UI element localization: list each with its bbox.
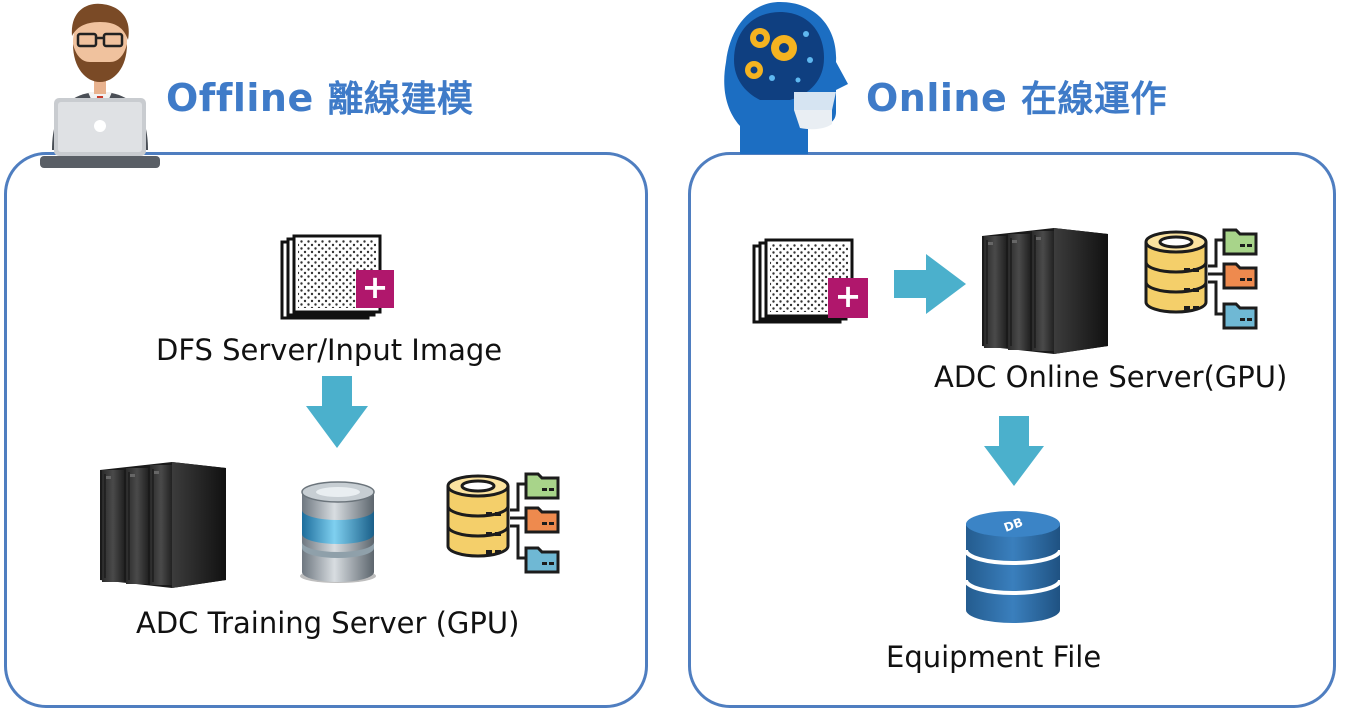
online-server-label: ADC Online Server(GPU)	[934, 360, 1288, 394]
arrow-right-icon	[894, 254, 966, 314]
db-badge: DB	[1002, 515, 1025, 535]
database-tree-icon	[1144, 228, 1258, 330]
plus-symbol: +	[362, 268, 389, 306]
offline-title: Offline 離線建模	[166, 70, 474, 122]
image-stack-icon: +	[280, 234, 394, 320]
online-title-zh: 在線運作	[1020, 79, 1167, 120]
plus-badge	[356, 270, 394, 308]
offline-title-zh: 離線建模	[327, 79, 474, 120]
ai-brain-icon	[724, 2, 848, 154]
plus-symbol: +	[835, 277, 862, 315]
server-tower-icon	[981, 227, 1109, 355]
database-tree-icon	[446, 472, 560, 574]
arrow-down-icon	[306, 376, 368, 448]
offline-title-en: Offline	[166, 76, 314, 120]
plus-badge	[828, 278, 868, 318]
businessman-icon	[40, 3, 160, 168]
online-title-en: Online	[866, 76, 1008, 120]
image-stack-icon: +	[752, 238, 868, 324]
input-image-label: DFS Server/Input Image	[156, 333, 503, 367]
training-server-label: ADC Training Server (GPU)	[136, 606, 520, 640]
server-tower-icon	[99, 461, 227, 589]
online-title: Online 在線運作	[866, 70, 1167, 122]
arrow-down-icon	[984, 416, 1044, 486]
database-icon	[300, 481, 376, 583]
db-cylinder-icon: DB	[964, 511, 1062, 623]
equipment-file-label: Equipment File	[886, 640, 1102, 674]
